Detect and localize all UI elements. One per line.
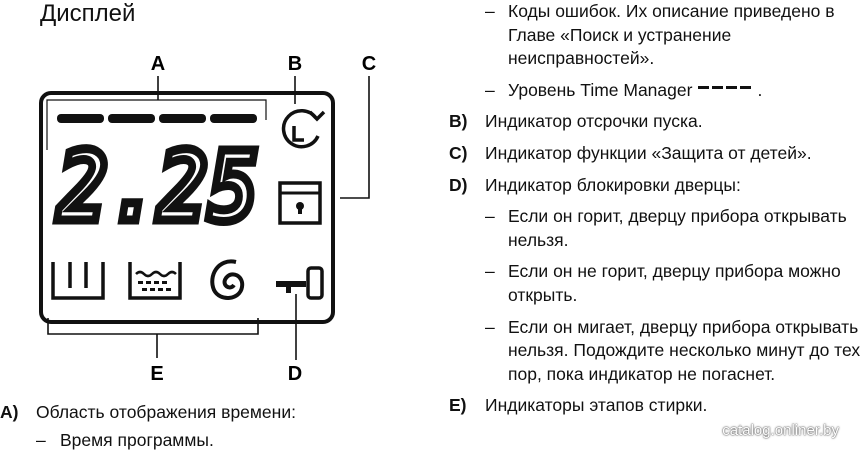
legend-key-a: A) — [0, 402, 19, 422]
watermark: catalog.onliner.by — [722, 422, 839, 439]
section-title: Дисплей — [40, 0, 136, 27]
subitem-text: Коды ошибок. Их описание приведено в Гла… — [508, 1, 835, 69]
subitem-text: Если он не горит, дверцу прибора можно о… — [508, 261, 841, 305]
dash-bullet: – — [485, 79, 495, 100]
dash-bullet: – — [485, 261, 495, 282]
legend-subitem-door-blinking: – Если он мигает, дверцу прибора открыва… — [485, 316, 861, 387]
legend-subitem-time-manager: – Уровень Time Manager . — [485, 79, 861, 103]
legend-key-d: D) — [449, 174, 468, 195]
door-key-icon — [276, 266, 324, 300]
spin-icon — [210, 259, 245, 300]
legend-list-right: – Коды ошибок. Их описание приведено в Г… — [449, 0, 861, 418]
subitem-text: Время программы. — [60, 430, 214, 450]
leader-c — [340, 76, 370, 199]
legend-item-d: D) Индикатор блокировки дверцы: — [449, 174, 861, 198]
legend-text-b: Индикатор отсрочки пуска. — [485, 111, 703, 132]
delayed-start-clock-icon — [281, 108, 326, 149]
legend-subitem-door-unlocked: – Если он не горит, дверцу прибора можно… — [485, 260, 861, 307]
label-a: A — [151, 53, 165, 75]
legend-text-d: Индикатор блокировки дверцы: — [485, 174, 741, 195]
leader-e-bracket — [47, 318, 259, 335]
rinse-icon — [128, 262, 182, 300]
display-diagram: A B C D E 2.25 — [39, 53, 376, 385]
dash-bullet: – — [36, 430, 46, 450]
legend-key-e: E) — [449, 395, 467, 416]
child-lock-icon — [278, 181, 322, 225]
legend-list-left: A) Область отображения времени: – Время … — [0, 398, 440, 454]
legend-subitem-door-locked: – Если он горит, дверцу прибора открыват… — [485, 205, 861, 252]
legend-subitem-error-codes: – Коды ошибок. Их описание приведено в Г… — [485, 0, 861, 71]
time-manager-dashes-icon — [698, 73, 752, 103]
label-b: B — [288, 53, 302, 75]
legend-item-e: E) Индикаторы этапов стирки. — [449, 394, 861, 418]
legend-text-a: Область отображения времени: — [36, 402, 296, 422]
time-dashes-icon — [57, 114, 257, 123]
legend-key-c: C) — [449, 142, 468, 163]
subitem-text: Если он мигает, дверцу прибора открывать… — [508, 316, 861, 384]
dash-bullet: – — [485, 316, 495, 337]
leader-a-bracket — [46, 99, 267, 150]
legend-text-c: Индикатор функции «Защита от детей». — [485, 142, 812, 163]
legend-item-a: A) Область отображения времени: — [0, 398, 440, 426]
dash-bullet: – — [485, 1, 495, 21]
subitem-text: Уровень Time Manager — [508, 79, 693, 100]
label-d: D — [288, 363, 302, 385]
wash-icon — [51, 262, 105, 300]
legend-text-e: Индикаторы этапов стирки. — [485, 395, 708, 416]
dash-bullet: – — [485, 206, 495, 227]
subitem-text: Если он горит, дверцу прибора открывать … — [508, 206, 847, 250]
display-frame — [39, 91, 335, 324]
legend-item-b: B) Индикатор отсрочки пуска. — [449, 110, 861, 134]
legend-key-b: B) — [449, 111, 468, 132]
time-display: 2.25 — [56, 131, 258, 243]
legend-subitem-program-time: – Время программы. — [36, 426, 440, 454]
label-c: C — [362, 53, 376, 75]
legend-item-c: C) Индикатор функции «Защита от детей». — [449, 142, 861, 166]
label-e: E — [150, 363, 163, 385]
